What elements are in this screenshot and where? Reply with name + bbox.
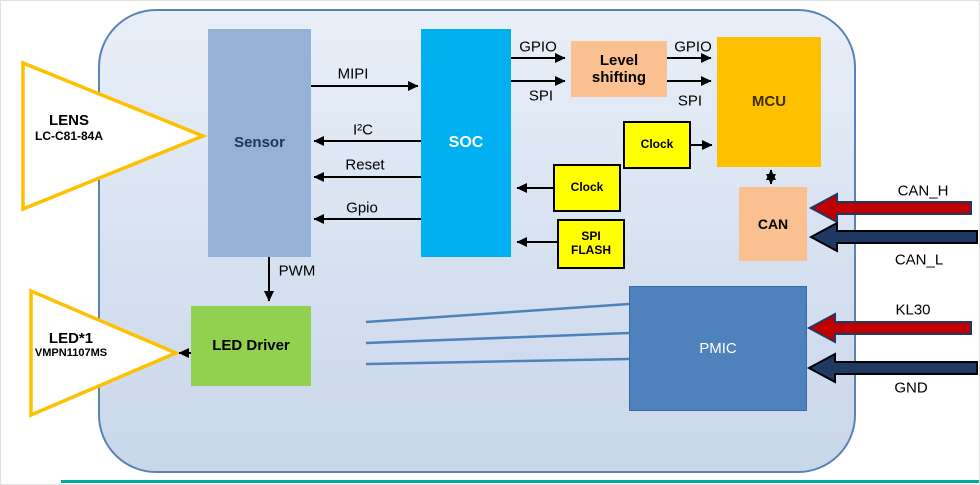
label-can-h: CAN_H bbox=[897, 182, 949, 200]
label-kl30: KL30 bbox=[895, 301, 931, 319]
label-gpio-soc: GPIO bbox=[519, 38, 557, 56]
led-label: LED*1 VMPN1107MS bbox=[21, 330, 121, 359]
block-led-driver: LED Driver bbox=[191, 306, 311, 386]
label-mipi: MIPI bbox=[337, 65, 369, 83]
block-can: CAN bbox=[739, 187, 807, 261]
block-clock-bottom: Clock bbox=[553, 164, 621, 212]
label-i2c: I²C bbox=[353, 121, 373, 139]
lens-label: LENS LC-C81-84A bbox=[17, 112, 121, 143]
label-gpio-mcu: GPIO bbox=[674, 38, 712, 56]
lens-title: LENS bbox=[48, 112, 89, 129]
label-pwm: PWM bbox=[278, 262, 316, 280]
block-sensor: Sensor bbox=[208, 29, 311, 257]
led-title: LED*1 bbox=[48, 330, 94, 347]
block-soc: SOC bbox=[421, 29, 511, 257]
label-gpio-sensor: Gpio bbox=[346, 199, 378, 217]
block-mcu: MCU bbox=[717, 37, 821, 167]
led-subtitle: VMPN1107MS bbox=[34, 347, 108, 359]
label-gnd: GND bbox=[894, 379, 928, 397]
label-spi-soc: SPI bbox=[528, 87, 554, 105]
bottom-edge-strip bbox=[61, 480, 979, 483]
label-spi-mcu: SPI bbox=[677, 92, 703, 110]
block-level-shifting: Level shifting bbox=[571, 41, 667, 97]
label-reset: Reset bbox=[345, 156, 385, 174]
lens-subtitle: LC-C81-84A bbox=[34, 129, 103, 143]
block-clock-top: Clock bbox=[623, 121, 691, 169]
label-can-l: CAN_L bbox=[894, 251, 944, 269]
block-spi-flash: SPI FLASH bbox=[557, 219, 625, 269]
block-pmic: PMIC bbox=[629, 286, 807, 411]
